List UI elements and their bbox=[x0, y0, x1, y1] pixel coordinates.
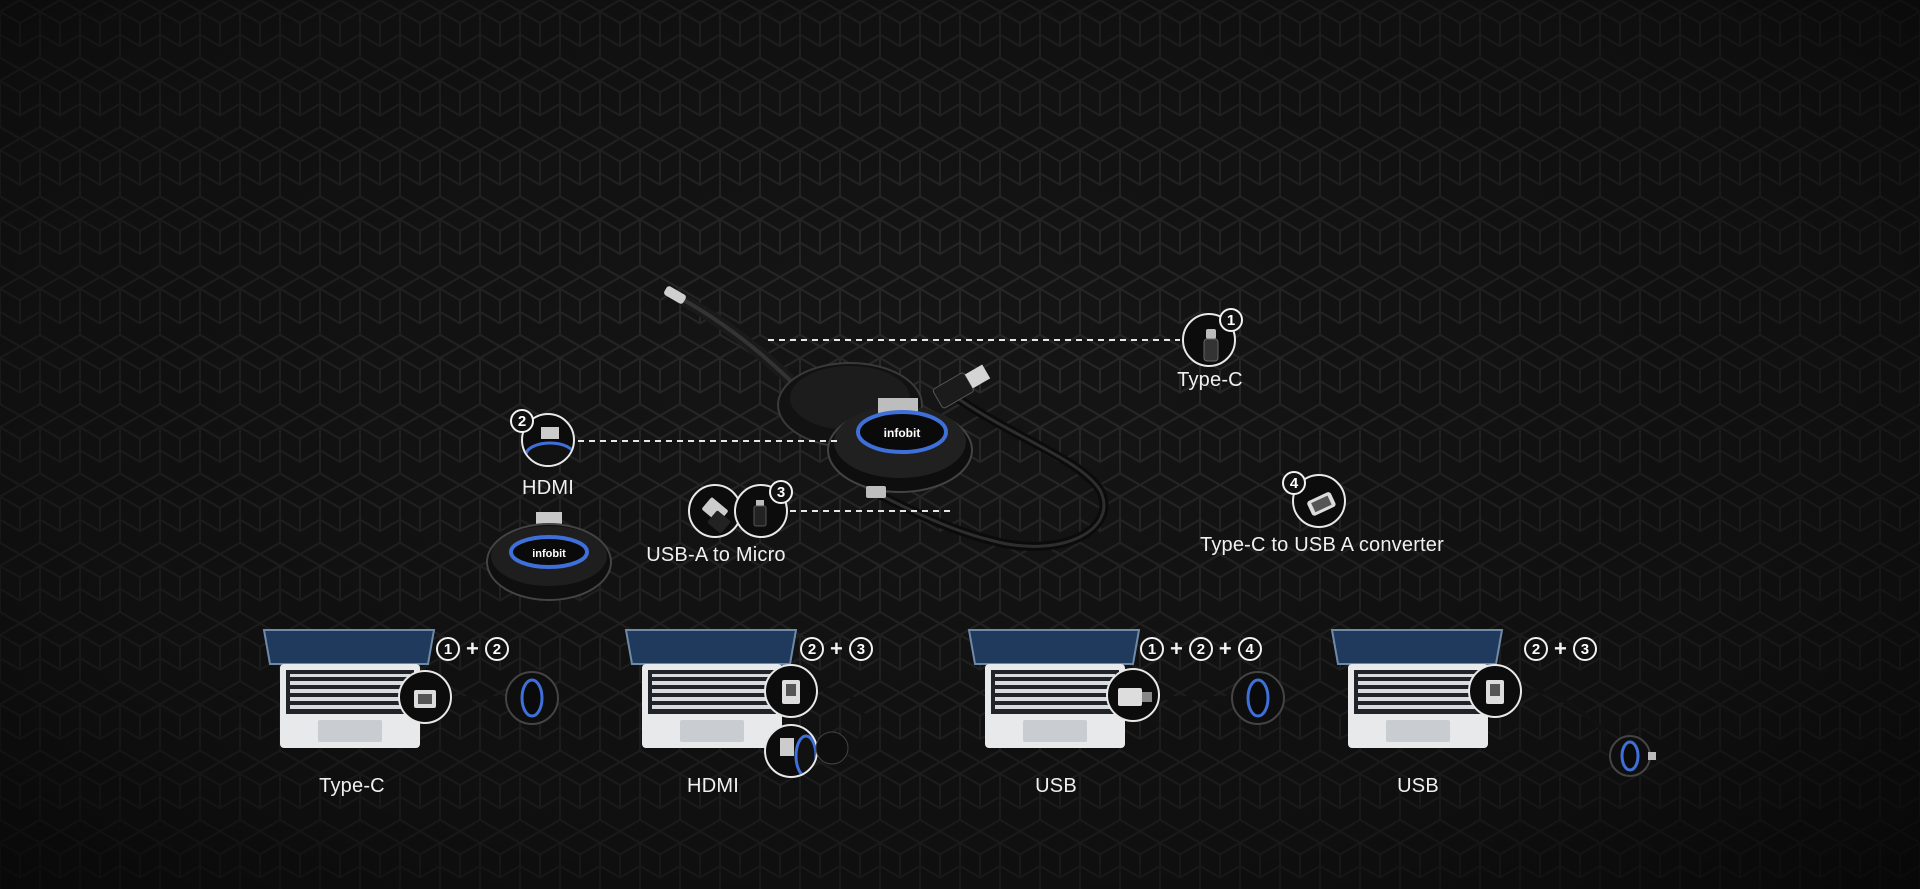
dongle-brand-logo: infobit bbox=[532, 548, 566, 560]
usb-a-connector-icon bbox=[702, 497, 731, 534]
device-brand-logo: infobit bbox=[884, 426, 921, 440]
setup-4-badge-b: 3 bbox=[1572, 637, 1597, 661]
laptop-setup-2 bbox=[624, 629, 798, 748]
hdmi-port-icon bbox=[780, 734, 816, 776]
type-c-port-icon bbox=[414, 690, 436, 708]
usb-port-icon-2 bbox=[1486, 680, 1504, 704]
micro-usb-connector-icon bbox=[753, 500, 767, 527]
usb-a-callout bbox=[688, 484, 742, 538]
setup-1-combo: 1 + 2 bbox=[436, 636, 509, 662]
usb-converter-icon bbox=[1307, 492, 1336, 516]
laptop-setup-3 bbox=[967, 629, 1141, 748]
setup-1-badge-b: 2 bbox=[484, 637, 509, 661]
laptop-setup-4 bbox=[1330, 629, 1504, 748]
setup-2-label: HDMI bbox=[687, 775, 739, 797]
badge-4: 4 bbox=[1282, 471, 1306, 495]
type-c-label: Type-C bbox=[1177, 369, 1243, 391]
hdmi-connector-icon bbox=[524, 427, 573, 465]
setup-4-cable-puck bbox=[1521, 688, 1656, 777]
setup-1-badge-a: 1 bbox=[436, 637, 460, 661]
setup-4-badge-a: 2 bbox=[1524, 637, 1548, 661]
setup-1-puck bbox=[452, 671, 559, 725]
setup-1-port-callout bbox=[398, 670, 452, 724]
hdmi-dongle-device: infobit bbox=[486, 512, 612, 601]
setup-3-puck bbox=[1160, 671, 1285, 725]
setup-2-badge-b: 3 bbox=[848, 637, 873, 661]
setup-4-plus: + bbox=[1554, 636, 1567, 661]
setup-3-badge-a: 1 bbox=[1140, 637, 1164, 661]
hdmi-callout bbox=[521, 413, 575, 467]
setup-4-combo: 2 + 3 bbox=[1524, 636, 1597, 662]
usb-port-icon bbox=[782, 680, 800, 704]
setup-3-label: USB bbox=[1035, 775, 1077, 797]
setup-4-port-callout bbox=[1468, 664, 1522, 718]
usb-a-to-micro-label: USB-A to Micro bbox=[646, 544, 786, 566]
setup-2-badge-a: 2 bbox=[800, 637, 824, 661]
badge-3: 3 bbox=[769, 480, 793, 504]
setup-3-plus-a: + bbox=[1170, 636, 1183, 661]
setup-3-combo: 1 + 2 + 4 bbox=[1140, 636, 1262, 662]
setup-2-plus: + bbox=[830, 636, 843, 661]
setup-3-badge-c: 4 bbox=[1237, 637, 1262, 661]
setup-3-plus-b: + bbox=[1218, 636, 1232, 661]
setup-3-port-callout bbox=[1106, 668, 1160, 722]
converter-label: Type-C to USB A converter bbox=[1200, 534, 1444, 556]
badge-1: 1 bbox=[1219, 308, 1243, 332]
hdmi-label: HDMI bbox=[522, 477, 574, 499]
central-transmitter-device: infobit bbox=[664, 286, 1109, 551]
setup-2-combo: 2 + 3 bbox=[800, 636, 873, 662]
setup-2-cable bbox=[815, 687, 866, 765]
badge-2: 2 bbox=[510, 409, 534, 433]
usb-a-port-icon bbox=[1118, 688, 1152, 706]
setup-2-port-callout bbox=[764, 664, 818, 718]
type-c-connector-icon bbox=[1203, 329, 1219, 362]
setup-3-badge-b: 2 bbox=[1188, 637, 1213, 661]
setup-1-plus: + bbox=[466, 636, 479, 661]
setup-2-hdmi-callout bbox=[764, 724, 818, 778]
setup-4-label: USB bbox=[1397, 775, 1439, 797]
laptop-setup-1 bbox=[262, 629, 436, 748]
setup-1-label: Type-C bbox=[319, 775, 385, 797]
